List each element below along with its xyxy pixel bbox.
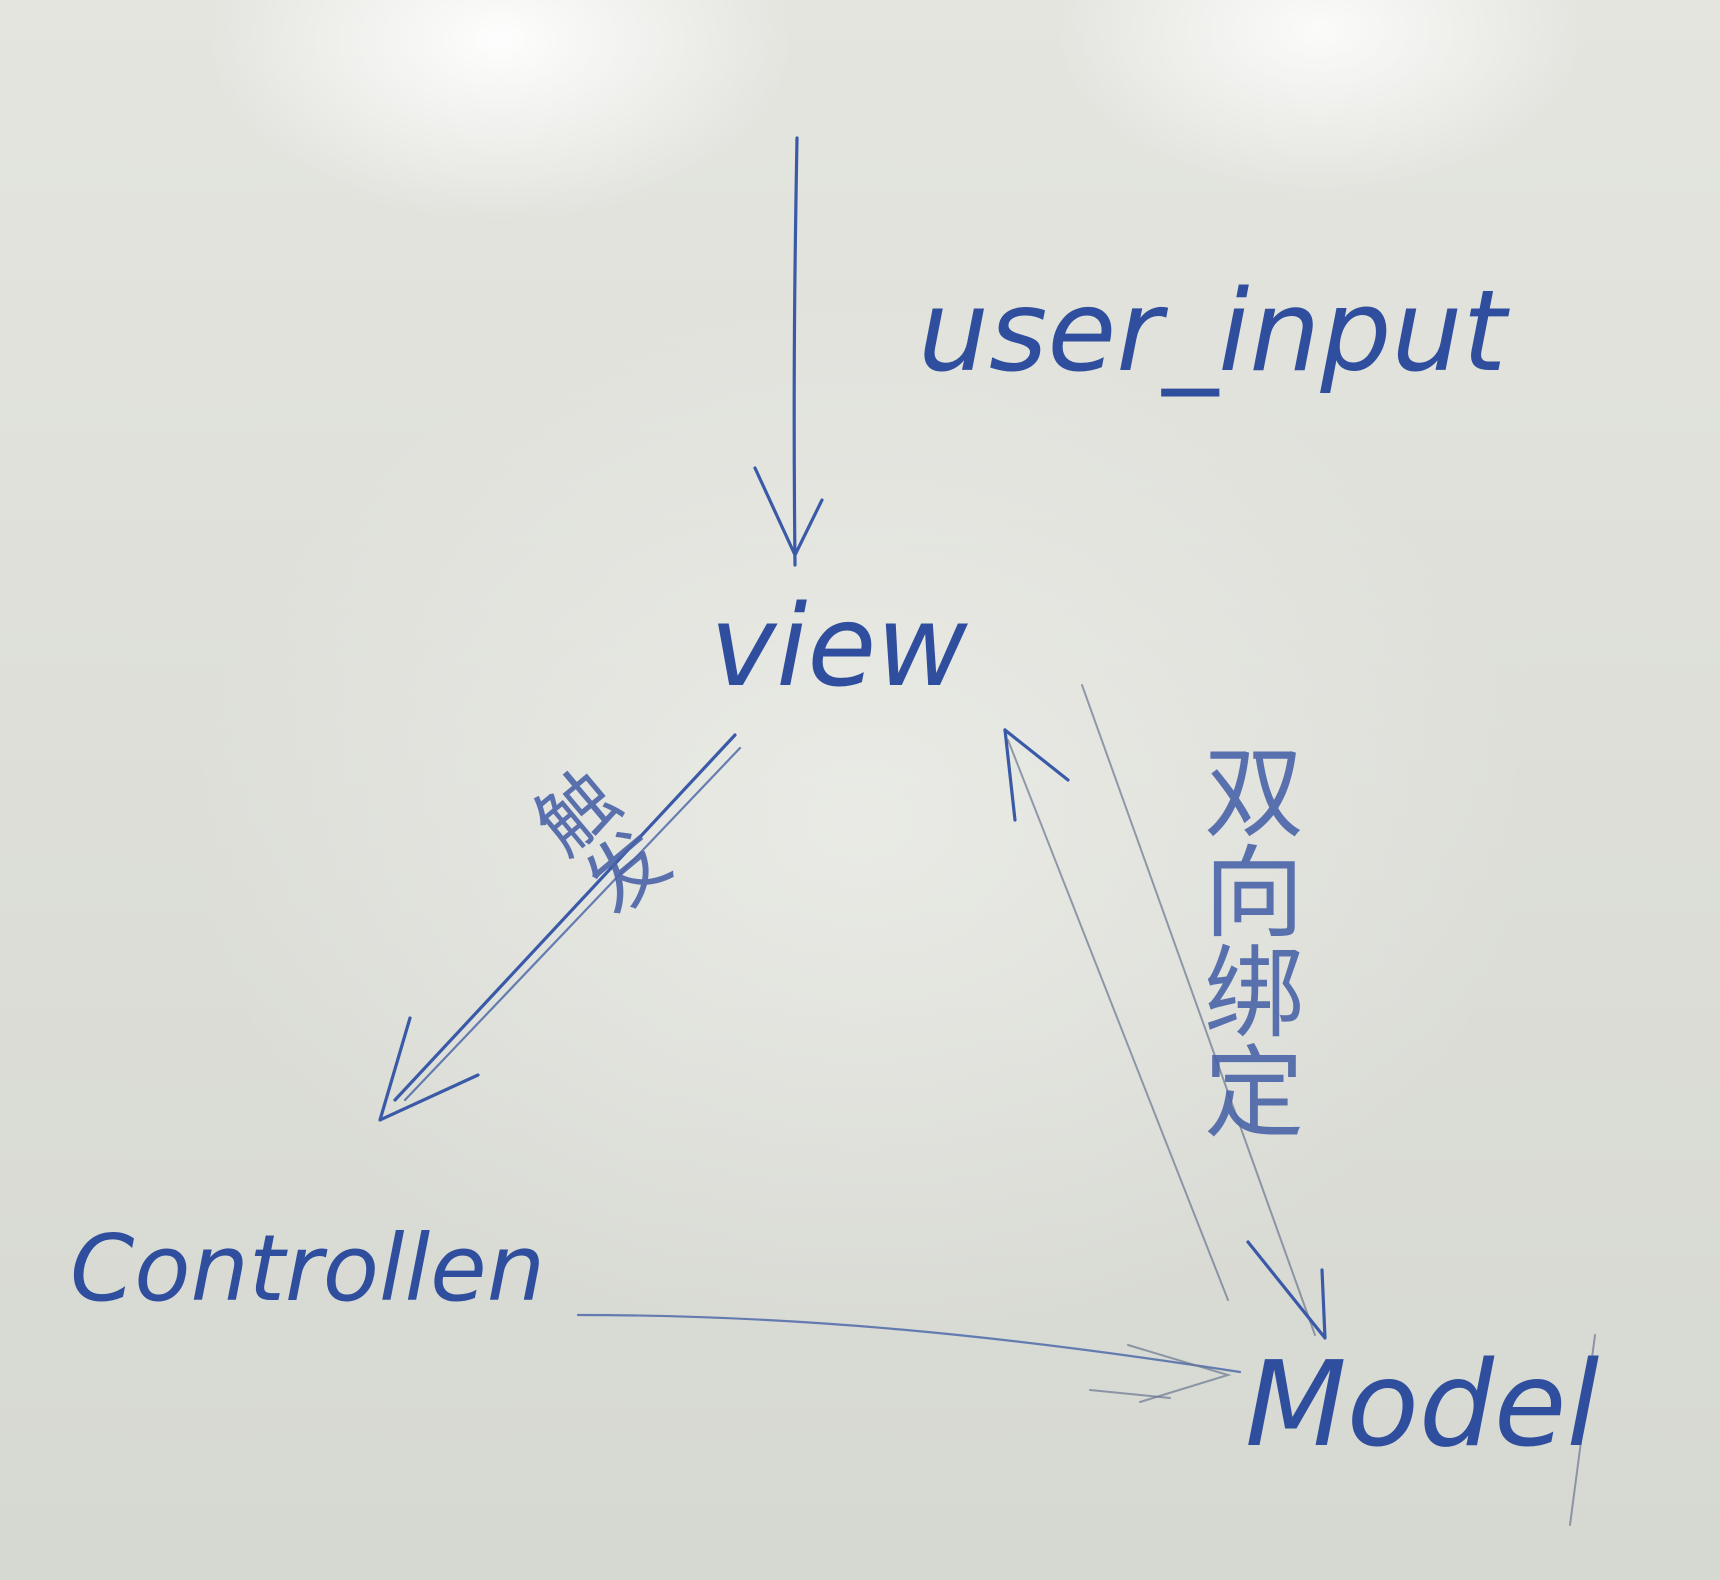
node-model: Model bbox=[1245, 1335, 1600, 1473]
controller-to-model-arrow bbox=[576, 1313, 1242, 1403]
edge-label-view-model: 双向绑定 bbox=[1187, 740, 1304, 1140]
edge-label-input: user_input bbox=[918, 267, 1510, 397]
view-model-binding-arrows bbox=[1003, 684, 1327, 1340]
node-view: view bbox=[710, 582, 968, 712]
input-arrow bbox=[753, 136, 824, 567]
view-to-controller-arrow bbox=[378, 733, 742, 1122]
node-controller: Controllen bbox=[70, 1215, 545, 1322]
edge-label-view-to-controller: 触发 bbox=[511, 756, 680, 933]
model-trailing-stroke bbox=[1569, 1334, 1596, 1526]
